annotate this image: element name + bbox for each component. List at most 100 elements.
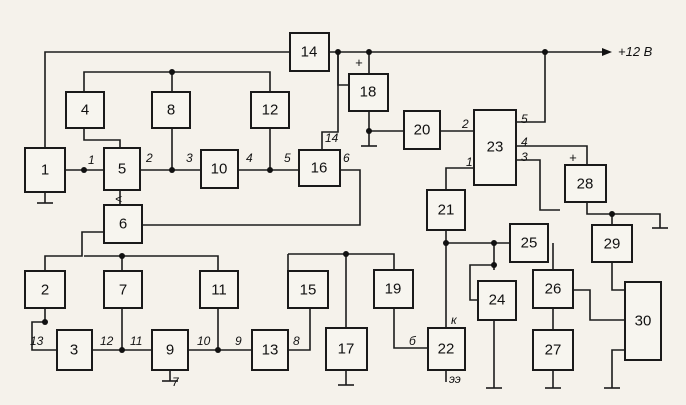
wire-label: 5 bbox=[284, 151, 291, 165]
block-24: 24 bbox=[477, 280, 517, 321]
block-label: 1 bbox=[41, 162, 49, 179]
block-21: 21 bbox=[426, 189, 466, 231]
block-18: 18 bbox=[348, 73, 389, 112]
wire-label: 8 bbox=[293, 334, 300, 348]
wires bbox=[31, 48, 668, 389]
junction-dot bbox=[267, 167, 273, 173]
junction-dot bbox=[42, 319, 48, 325]
block-label: 12 bbox=[262, 102, 279, 119]
block-label: 4 bbox=[81, 102, 89, 119]
wire-label: 6 bbox=[343, 151, 350, 165]
junction-dot bbox=[366, 49, 372, 55]
block-4: 4 bbox=[65, 91, 105, 129]
block-label: 25 bbox=[521, 235, 538, 252]
junction-dot bbox=[169, 167, 175, 173]
block-7: 7 bbox=[103, 270, 143, 309]
wire-label: < bbox=[115, 192, 122, 206]
block-12: 12 bbox=[250, 91, 290, 129]
wire-label: 4 bbox=[246, 151, 253, 165]
junction-dot bbox=[491, 262, 497, 268]
wire-rail-16 bbox=[321, 52, 339, 150]
block-22: 22 bbox=[427, 327, 466, 371]
wire-29-30 bbox=[611, 262, 625, 291]
wire-30-gnd bbox=[611, 349, 625, 388]
block-29: 29 bbox=[591, 224, 633, 263]
wire-label: 9 bbox=[235, 334, 242, 348]
block-label: 2 bbox=[41, 282, 49, 299]
wire-4-5 bbox=[83, 128, 121, 148]
wire-23-25 bbox=[516, 159, 560, 211]
junction-dot bbox=[443, 240, 449, 246]
plus-sign-28: + bbox=[569, 150, 577, 165]
wire-label: 12 bbox=[100, 334, 114, 348]
block-11: 11 bbox=[199, 270, 239, 309]
block-1: 1 bbox=[24, 147, 66, 193]
wire-label: 3 bbox=[186, 151, 193, 165]
block-label: 5 bbox=[118, 161, 126, 178]
block-label: 3 bbox=[70, 342, 78, 359]
wire-6-2 bbox=[44, 231, 104, 271]
block-label: 15 bbox=[300, 282, 317, 299]
block-label: 6 bbox=[119, 216, 127, 233]
wire-16-6 bbox=[142, 169, 361, 226]
block-label: 27 bbox=[545, 342, 562, 359]
block-15: 15 bbox=[287, 270, 329, 309]
block-label: 26 bbox=[545, 281, 562, 298]
block-label: 16 bbox=[311, 160, 328, 177]
block-17: 17 bbox=[325, 327, 368, 371]
block-label: 29 bbox=[604, 236, 621, 253]
wire-13-15 bbox=[288, 308, 311, 351]
block-20: 20 bbox=[403, 110, 441, 150]
junction-dot bbox=[119, 253, 125, 259]
block-26: 26 bbox=[532, 269, 574, 309]
block-9: 9 bbox=[151, 329, 189, 371]
block-25: 25 bbox=[509, 223, 549, 263]
block-30: 30 bbox=[624, 281, 662, 361]
block-label: 18 bbox=[360, 84, 377, 101]
wire-label: к bbox=[451, 313, 458, 327]
junction-dot bbox=[491, 240, 497, 246]
block-label: 17 bbox=[338, 341, 355, 358]
wire-label: б bbox=[409, 334, 417, 348]
wire-label: 7 bbox=[172, 375, 180, 389]
block-label: 11 bbox=[211, 282, 227, 299]
wire-19-22 bbox=[393, 308, 428, 349]
top-rail-wire bbox=[44, 51, 290, 148]
junction-dot bbox=[366, 128, 372, 134]
wire-label: 1 bbox=[466, 155, 473, 169]
block-14: 14 bbox=[289, 32, 330, 72]
wire-labels: 1 2 3 4 5 6 13 12 11 10 9 8 7 14 1 2 3 4… bbox=[30, 112, 528, 389]
wire-23-28 bbox=[516, 145, 588, 165]
wire-label: 3 bbox=[521, 150, 528, 164]
block-5: 5 bbox=[103, 147, 141, 191]
bus-4-8-12 bbox=[83, 71, 271, 92]
block-10: 10 bbox=[200, 149, 239, 189]
wire-label: 14 bbox=[325, 131, 339, 145]
block-28: 28 bbox=[564, 164, 607, 203]
block-label: 8 bbox=[167, 102, 175, 119]
wire-label: 10 bbox=[197, 334, 211, 348]
junction-dot bbox=[343, 251, 349, 257]
wire-label: 5 bbox=[521, 112, 528, 126]
wire-label: 13 bbox=[30, 334, 44, 348]
wire-label: 1 bbox=[88, 153, 95, 167]
block-label: 10 bbox=[211, 161, 228, 178]
junction-dot bbox=[169, 69, 175, 75]
wire-28-29 bbox=[586, 202, 613, 225]
block-label: 23 bbox=[487, 139, 504, 156]
block-label: 13 bbox=[262, 342, 279, 359]
block-2: 2 bbox=[24, 270, 66, 309]
block-13: 13 bbox=[251, 329, 289, 371]
block-label: 19 bbox=[385, 281, 402, 298]
wire-28-gnd bbox=[612, 213, 661, 228]
wire-26-30 bbox=[573, 289, 625, 321]
supply-arrow bbox=[602, 48, 612, 56]
wire-14-18 bbox=[337, 52, 349, 86]
block-label: 30 bbox=[635, 313, 652, 330]
block-16: 16 bbox=[298, 149, 341, 187]
block-23: 23 bbox=[473, 109, 517, 186]
supply-label: +12 В bbox=[618, 44, 653, 59]
block-8: 8 bbox=[151, 91, 191, 129]
junction-dots bbox=[42, 49, 615, 353]
